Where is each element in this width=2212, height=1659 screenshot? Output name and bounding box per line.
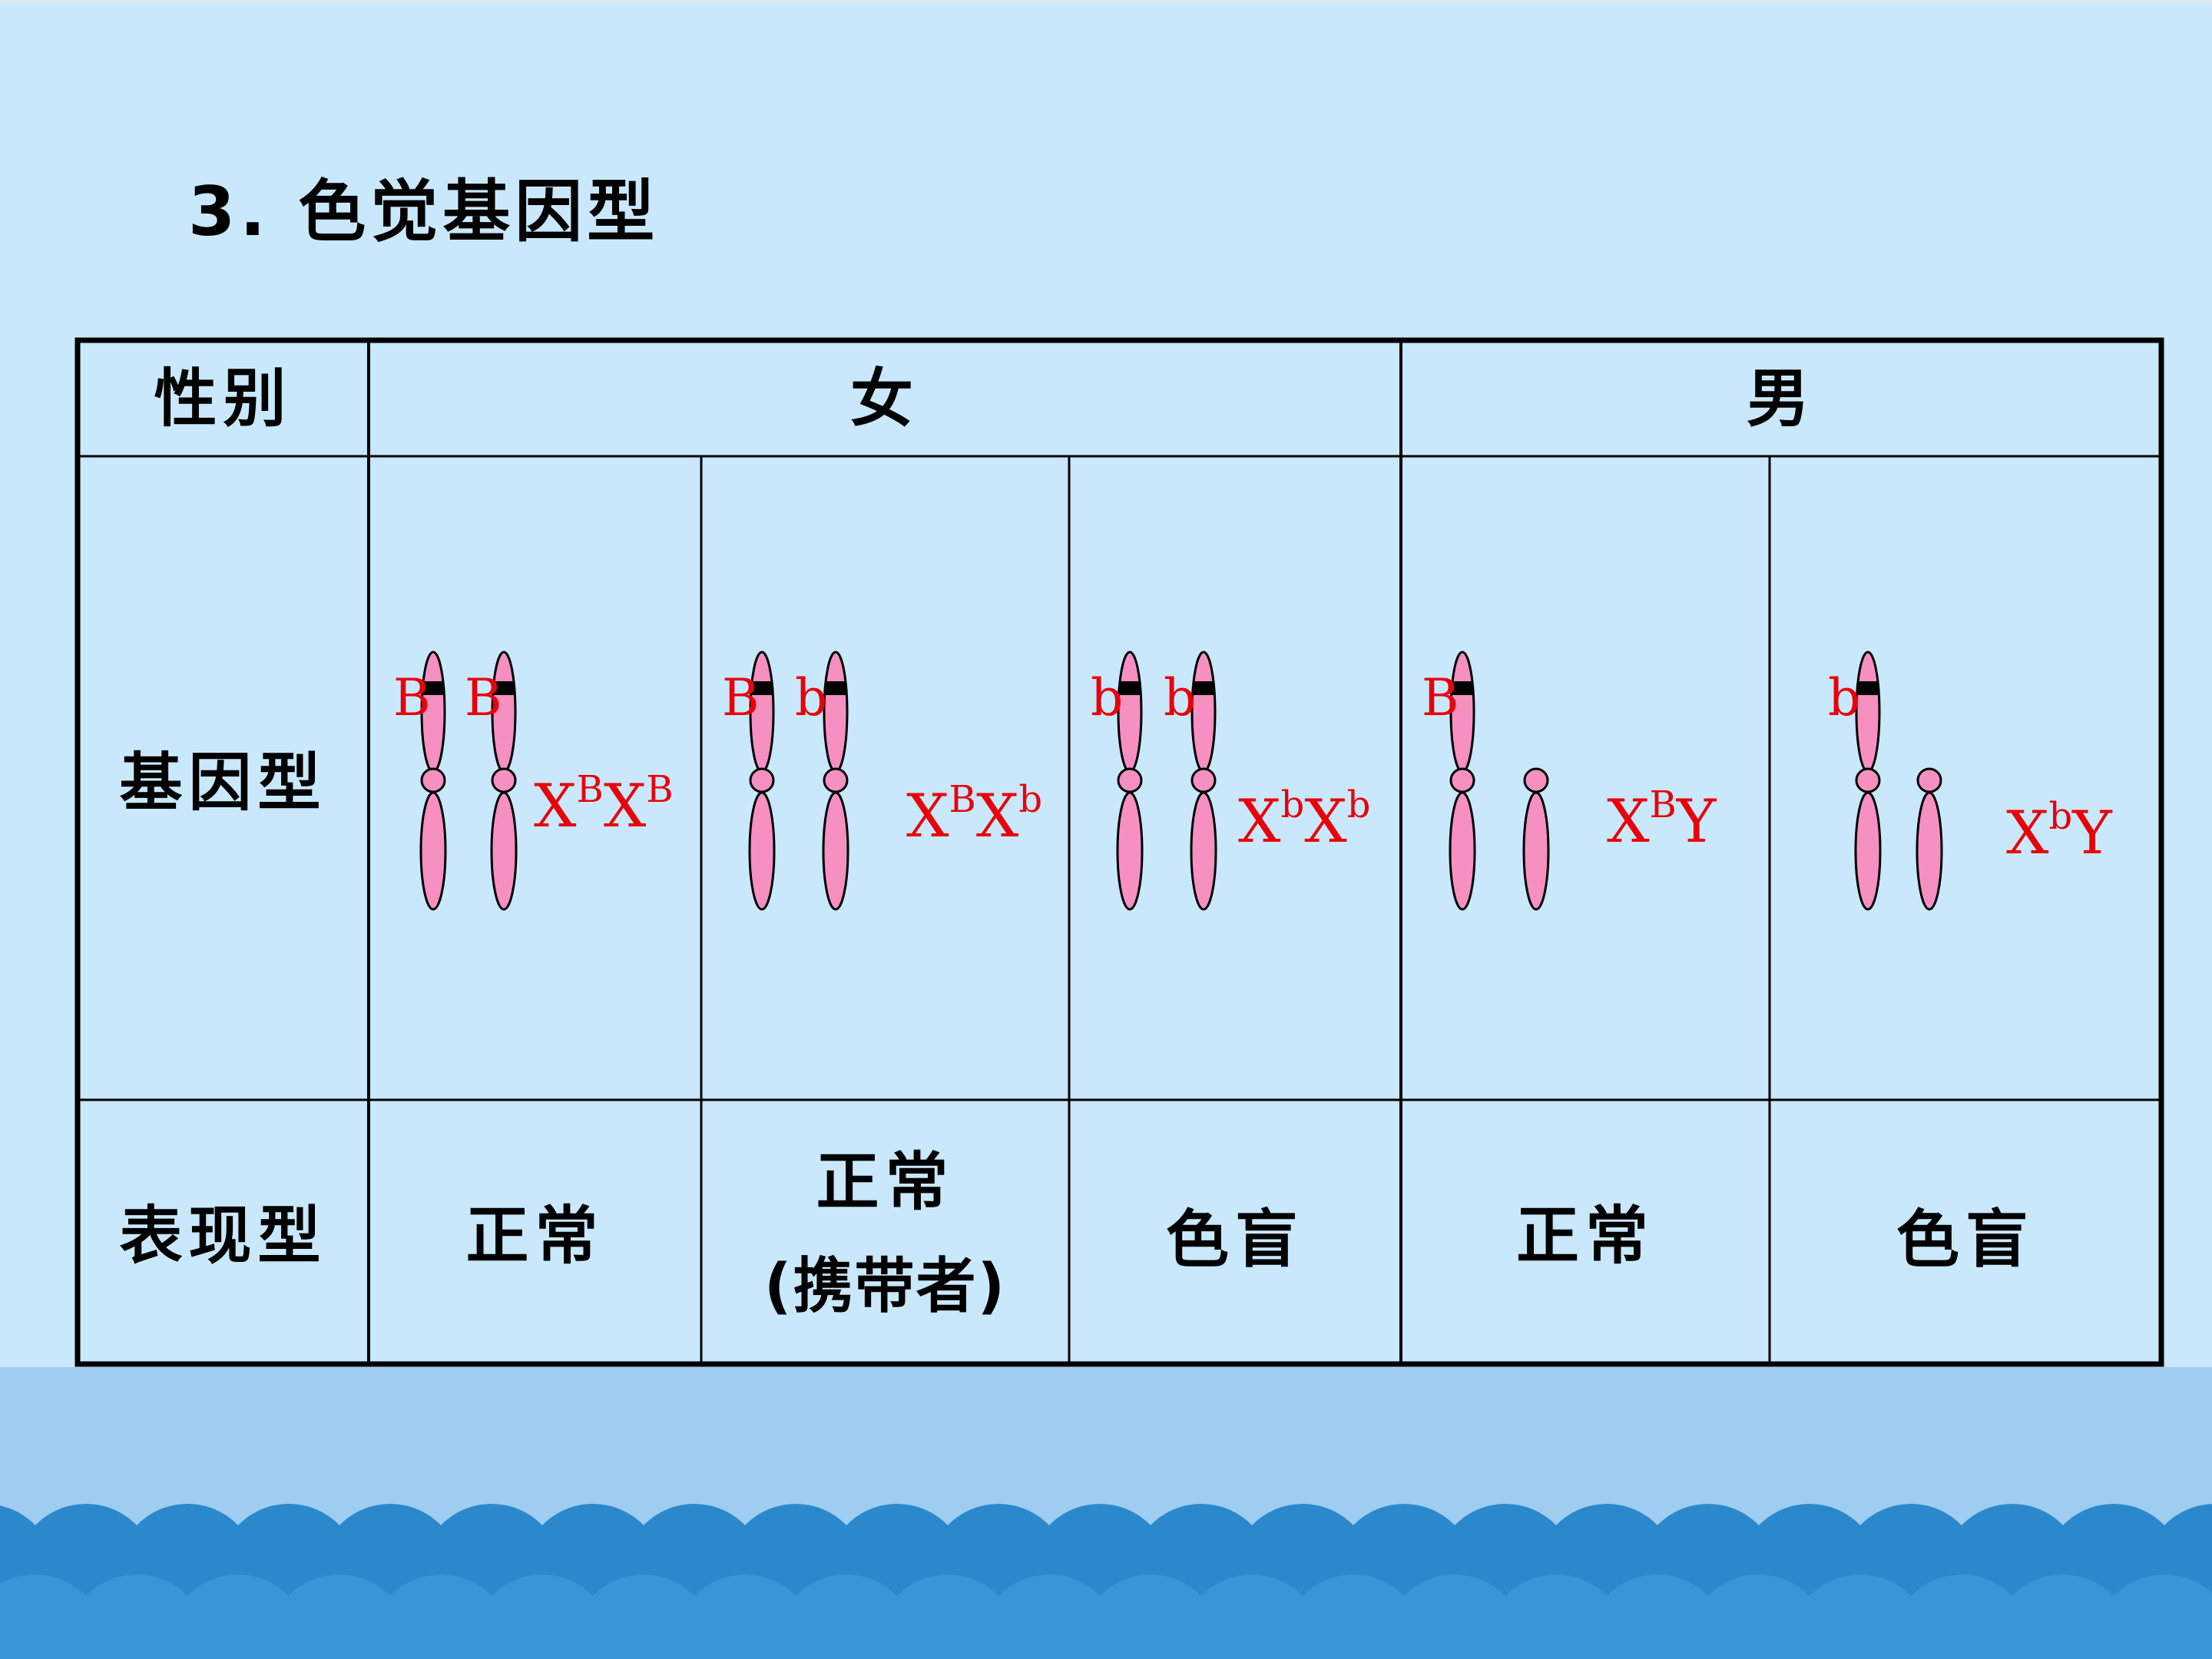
phenotype-value: 色盲 <box>1896 1204 2035 1277</box>
chromosome-drawings <box>419 651 1943 911</box>
centromere <box>1190 767 1217 793</box>
phenotype-row-label: 表现型 <box>119 1200 327 1273</box>
centromere <box>1916 767 1942 793</box>
centromere <box>420 767 446 793</box>
chromosome-lower-arm <box>1190 791 1217 911</box>
gene-locus-band <box>1193 681 1214 695</box>
allele-label: B <box>393 668 431 727</box>
genotype-notation: XBXb <box>906 778 1043 851</box>
top-border <box>0 0 2212 3</box>
phenotype-value: 色盲 <box>1165 1204 1304 1277</box>
chromosome-upper-arm <box>823 651 849 773</box>
chromosome-lower-arm <box>1116 791 1144 911</box>
phenotype-value: 正常 <box>465 1200 604 1273</box>
allele-label: b <box>795 668 828 727</box>
allele-label: b <box>1091 668 1124 727</box>
genotype-row-label: 基因型 <box>119 747 327 820</box>
allele-label: B <box>722 668 760 727</box>
genotype-notation: XBY <box>1607 783 1717 856</box>
chromosome-lower-arm <box>1449 791 1476 911</box>
allele-label: B <box>465 668 502 727</box>
gene-locus-band <box>1452 681 1473 695</box>
genotype-notation: XbXb <box>1238 783 1371 856</box>
centromere <box>1523 767 1549 793</box>
centromere <box>491 767 517 793</box>
sex-header-label: 性别 <box>154 363 293 435</box>
gene-locus-band <box>493 681 515 695</box>
gene-locus-band <box>1857 681 1879 695</box>
centromere <box>1855 767 1881 793</box>
centromere <box>1117 767 1143 793</box>
chromosome-lower-arm <box>419 791 447 911</box>
gene-locus-band <box>825 681 846 695</box>
allele-label: b <box>1828 668 1861 727</box>
centromere <box>823 767 849 793</box>
chromosome-lower-arm <box>822 791 849 911</box>
genotype-notation: XbY <box>2006 795 2112 868</box>
female-header: 女 <box>849 363 919 435</box>
gene-locus-band <box>751 681 773 695</box>
chromosome-lower-arm <box>748 791 776 911</box>
genotype-notation: XBXB <box>534 768 674 841</box>
gene-locus-band <box>422 681 444 695</box>
chromosome-lower-arm <box>490 791 518 911</box>
allele-label: B <box>1422 668 1459 727</box>
centromere <box>1449 767 1475 793</box>
wave-scallop <box>2094 1575 2212 1659</box>
phenotype-value: 正常 <box>1515 1200 1654 1273</box>
wave-scallop <box>2195 1599 2212 1659</box>
y-chromosome-arm <box>1522 791 1550 911</box>
phenotype-value: 正常 <box>816 1146 955 1219</box>
male-header: 男 <box>1746 363 1816 435</box>
phenotype-note: (携带者) <box>763 1252 1007 1321</box>
chromosome-lower-arm <box>1854 791 1882 911</box>
y-chromosome-arm <box>1916 791 1943 911</box>
centromere <box>749 767 775 793</box>
allele-label: b <box>1164 668 1197 727</box>
slide-title: 3. 色觉基因型 <box>188 172 660 251</box>
gene-locus-band <box>1119 681 1141 695</box>
